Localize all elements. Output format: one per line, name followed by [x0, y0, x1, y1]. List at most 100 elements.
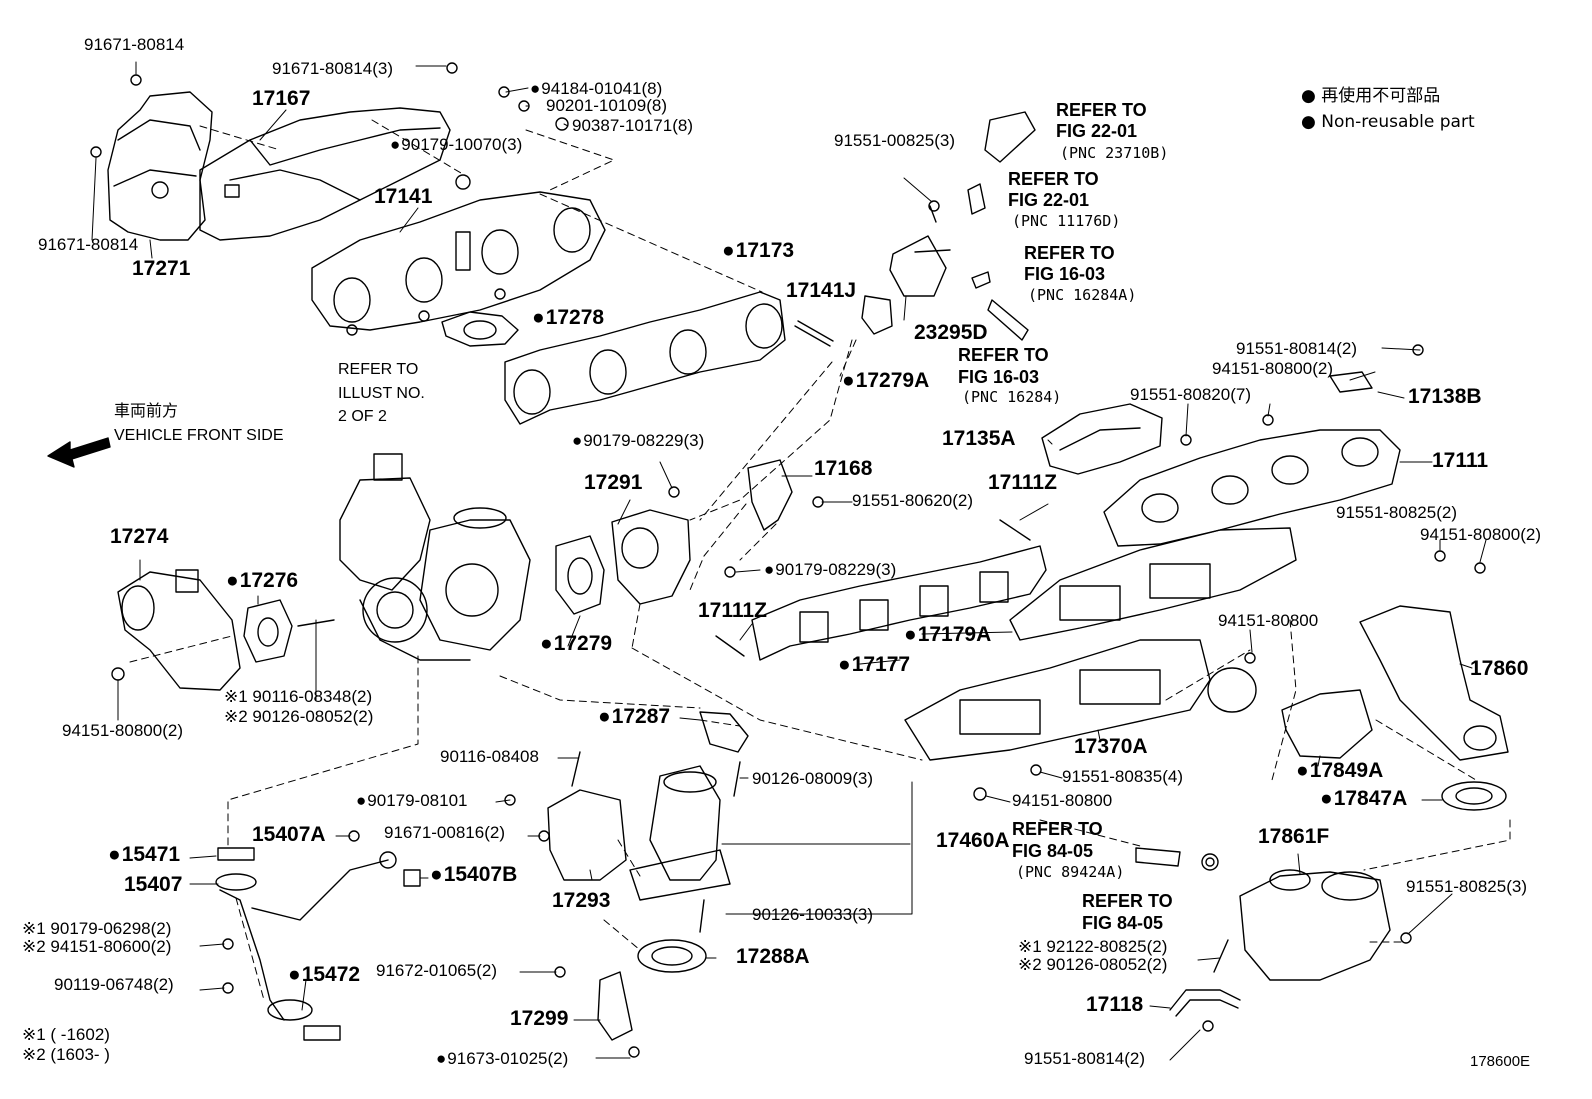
part-label: 91671-00816(2)	[384, 823, 505, 842]
part-label: 90179-08229(3)	[764, 561, 896, 578]
insulator-17135a	[1041, 403, 1163, 475]
exhaust-manifold-17141	[311, 174, 606, 336]
gasket-17847a	[1441, 781, 1507, 811]
part-label: 17276	[226, 570, 298, 591]
pipe-17860	[1359, 605, 1509, 761]
part-label: 90126-08009(3)	[752, 769, 873, 788]
bracket-17293	[547, 789, 627, 881]
part-label: 94151-80800	[1218, 611, 1319, 630]
part-label: 17849A	[1296, 760, 1384, 781]
union-15407b	[403, 869, 421, 887]
elbow-17291	[611, 509, 691, 605]
intake-gasket-17179a	[751, 545, 1047, 661]
part-label: 17278	[532, 307, 604, 328]
turbocharger	[339, 453, 531, 661]
gasket-17288a	[637, 939, 707, 973]
part-label: 91671-80814	[38, 235, 139, 254]
ref-fig-84-05-b-line1: REFER TO	[1082, 891, 1173, 911]
period-note-1: ※1 ( -1602)	[22, 1025, 110, 1044]
heat-shield-17271	[107, 91, 213, 241]
ref-fig-84-05-a-pnc: (PNC 89424A)	[1016, 863, 1125, 881]
part-label: 90119-06748(2)	[54, 975, 174, 994]
ref-fig-22-01-a-line1: REFER TO	[1056, 100, 1147, 120]
part-label: 90387-10171(8)	[572, 116, 693, 135]
part-label: 94184-01041(8)	[530, 80, 662, 97]
part-label: 91673-01025(2)	[436, 1050, 568, 1067]
part-label: 17173	[722, 240, 794, 261]
part-label: 90179-10070(3)	[390, 136, 522, 153]
pipe-17118	[1169, 989, 1241, 1017]
legend-nonreusable-en: ● Non-reusable part	[1301, 112, 1475, 132]
part-label: 15407	[124, 873, 183, 896]
part-label: ※1 92122-80825(2)	[1018, 937, 1168, 956]
part-label: 17288A	[736, 945, 810, 968]
part-label: 90126-10033(3)	[752, 905, 873, 924]
part-label: 17111Z	[988, 471, 1057, 494]
vehicle-front-en: VEHICLE FRONT SIDE	[114, 427, 284, 444]
ref-fig-22-01-a-line2: FIG 22-01	[1056, 121, 1138, 141]
ref-fig-16-03-b-line2: FIG 16-03	[958, 367, 1040, 387]
part-label: 17861F	[1258, 825, 1330, 848]
part-label: 15472	[288, 964, 360, 985]
ref-fig-84-05-a-line1: REFER TO	[1012, 819, 1103, 839]
part-label: 91671-80814(3)	[272, 59, 393, 78]
manifold-gasket-17173	[504, 291, 786, 425]
part-label: 91551-80825(2)	[1336, 503, 1457, 522]
part-label: 94151-80800(2)	[1420, 525, 1541, 544]
part-label: 17167	[252, 87, 311, 110]
part-label: 17847A	[1320, 788, 1408, 809]
period-note-2: ※2 (1603- )	[22, 1045, 110, 1064]
ref-fig-22-01-b-pnc: (PNC 11176D)	[1012, 212, 1121, 230]
oil-pipe-15407	[215, 851, 397, 1021]
legend-nonreusable-ja: ● 再使用不可部品	[1301, 86, 1441, 106]
outlet-17861f	[1239, 869, 1391, 981]
part-label: 94151-80800(2)	[62, 721, 183, 740]
injector-parts	[861, 111, 1036, 341]
gasket-17276	[243, 599, 293, 663]
ref-fig-84-05-a-line2: FIG 84-05	[1012, 841, 1094, 861]
egr-cooler-17370a	[904, 639, 1257, 761]
part-label: 15407B	[430, 864, 518, 885]
part-label: 91551-80814(2)	[1236, 339, 1357, 358]
part-label: ※2 94151-80600(2)	[22, 937, 172, 956]
gasket-17849a	[1281, 689, 1373, 759]
refer-illust-line1: REFER TO	[338, 361, 419, 378]
vehicle-front-arrow	[47, 437, 111, 468]
ref-fig-84-05-b-line2: FIG 84-05	[1082, 913, 1164, 933]
ref-fig-22-01-a-pnc: (PNC 23710B)	[1060, 144, 1169, 162]
assembly-dashes	[129, 119, 1511, 1001]
heat-insulator-17167	[199, 107, 451, 241]
stud-17141j	[794, 320, 834, 347]
part-label: 17111Z	[698, 599, 767, 622]
part-label: 91551-80835(4)	[1062, 767, 1183, 786]
part-label: 17860	[1470, 657, 1529, 680]
ref-fig-16-03-a-line1: REFER TO	[1024, 243, 1115, 263]
part-label: 17299	[510, 1007, 569, 1030]
part-label: 91551-80620(2)	[852, 491, 973, 510]
part-label: 91551-00825(3)	[834, 131, 955, 150]
ref-fig-16-03-a-pnc: (PNC 16284A)	[1028, 286, 1137, 304]
gasket-17279	[555, 535, 605, 615]
part-label: 17293	[552, 889, 611, 912]
part-label: 17141J	[786, 279, 857, 302]
gasket-15472	[303, 1025, 341, 1041]
part-label: 90179-08101	[356, 792, 467, 809]
part-label: 90179-08229(3)	[572, 432, 704, 449]
part-label: ※2 90126-08052(2)	[224, 707, 374, 726]
converter-17460a	[629, 765, 731, 901]
part-label: 94151-80800(2)	[1212, 359, 1333, 378]
ref-fig-16-03-b-pnc: (PNC 16284)	[962, 388, 1062, 406]
part-label: 17271	[132, 257, 191, 280]
part-label: 17370A	[1074, 735, 1148, 758]
refer-illust-line2: ILLUST NO.	[338, 385, 425, 402]
ref-fig-16-03-a-line2: FIG 16-03	[1024, 264, 1106, 284]
figure-code: 178600E	[1470, 1053, 1531, 1070]
part-label: ※2 90126-08052(2)	[1018, 955, 1168, 974]
part-label: 90201-10109(8)	[546, 96, 667, 115]
gasket-17287	[699, 711, 749, 753]
gasket-17278	[441, 311, 519, 347]
part-label: 90116-08408	[440, 747, 539, 766]
ref-fig-22-01-b-line1: REFER TO	[1008, 169, 1099, 189]
